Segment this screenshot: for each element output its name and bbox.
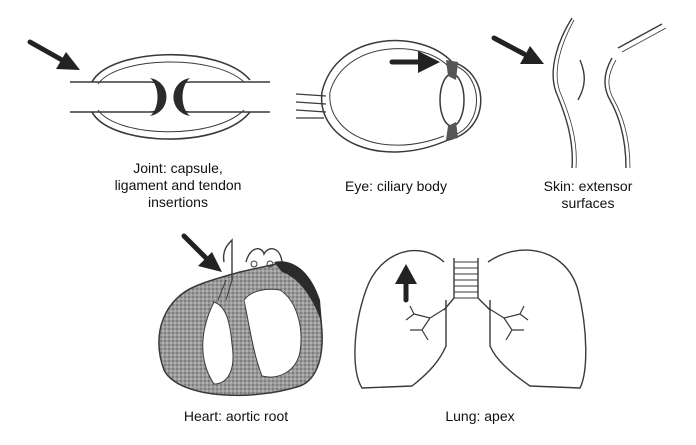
lung-bronchi [405, 305, 529, 341]
caption-joint-line-2: ligament and tendon [114, 177, 242, 193]
heart-right-ventricle [243, 288, 302, 378]
skin-illustration [552, 17, 667, 169]
caption-heart-line-1: Heart: aortic root [183, 408, 289, 424]
lung-trachea [443, 258, 491, 311]
joint-capsule [91, 53, 251, 83]
skin-line-upper [617, 23, 663, 49]
eye-illustration [295, 39, 482, 153]
eye-cornea [447, 61, 482, 141]
caption-eye: Eye: ciliary body [316, 178, 476, 195]
caption-skin-line-2: surfaces [561, 195, 615, 211]
caption-eye-line-1: Eye: ciliary body [345, 178, 447, 194]
caption-joint-line-3: insertions [148, 194, 208, 210]
joint-illustration [70, 53, 270, 140]
heart-illustration [158, 238, 323, 397]
heart-aortic-root [222, 238, 283, 280]
heart-left-ventricle [202, 301, 234, 385]
lung-arrow [395, 264, 417, 303]
joint-left-bone [70, 81, 165, 113]
joint-arrow [27, 39, 80, 70]
lung-trachea-rings [454, 261, 478, 299]
skin-limb-left [552, 17, 574, 169]
caption-joint: Joint: capsule, ligament and tendon inse… [88, 160, 268, 211]
eye-optic-nerve [295, 93, 327, 119]
joint-cartilage-right [173, 78, 190, 116]
heart-arrow [181, 233, 222, 272]
lung-right [487, 249, 587, 389]
eye-arrow [389, 51, 440, 73]
caption-lung: Lung: apex [420, 408, 540, 425]
lung-left [354, 249, 447, 389]
caption-lung-line-1: Lung: apex [445, 408, 515, 424]
caption-joint-line-1: Joint: capsule, [133, 160, 223, 176]
skin-limb-right [604, 57, 627, 169]
lung-illustration [354, 249, 587, 389]
eye-lens [439, 73, 465, 127]
caption-heart: Heart: aortic root [156, 408, 316, 425]
joint-cartilage-left [150, 78, 167, 116]
eye-ciliary-body [446, 60, 458, 80]
heart-pericardium [274, 261, 322, 324]
skin-arrow [491, 35, 544, 64]
caption-skin: Skin: extensor surfaces [518, 178, 658, 212]
caption-skin-line-1: Skin: extensor [543, 178, 633, 194]
joint-right-bone [175, 81, 270, 113]
